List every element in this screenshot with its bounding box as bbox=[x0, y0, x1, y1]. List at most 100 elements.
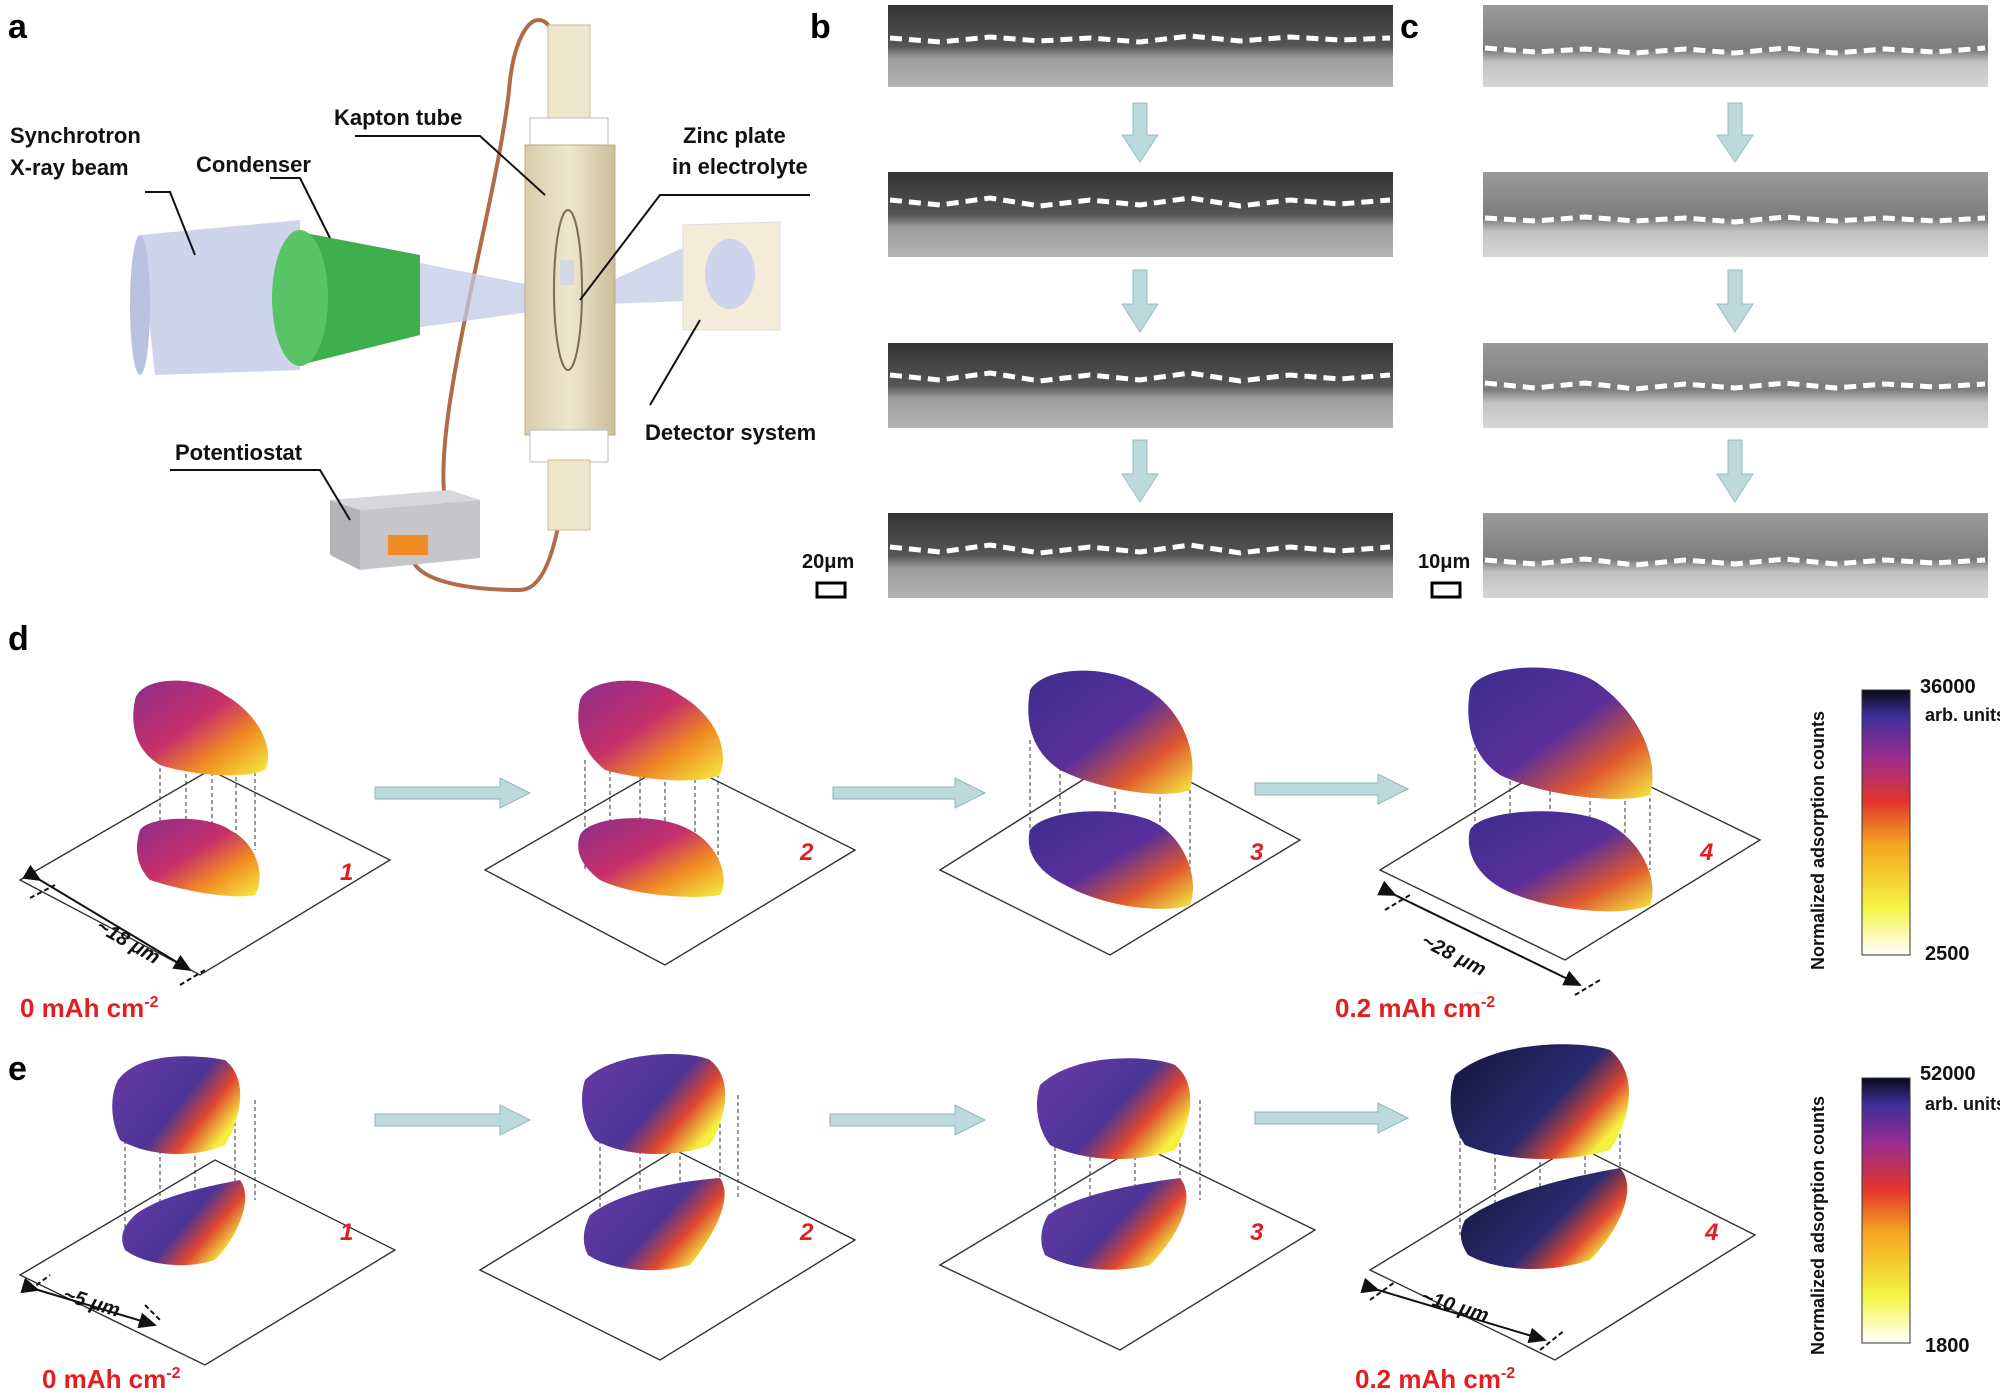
step-number: 3 bbox=[1250, 839, 1264, 866]
tube-bottom-clamp bbox=[529, 429, 609, 463]
volume-3d bbox=[1037, 1058, 1191, 1160]
panel-a-setup: a Synchrotron bbox=[8, 8, 816, 593]
micrograph-b-3 bbox=[888, 343, 1393, 428]
capacity-label-d-end: 0.2 mAh cm-2 bbox=[1335, 993, 1495, 1023]
micrograph-b-1 bbox=[888, 5, 1393, 87]
base-plane bbox=[483, 759, 857, 966]
capacity-label-d-start: 0 mAh cm-2 bbox=[20, 993, 159, 1023]
capacity-label-e-end: 0.2 mAh cm-2 bbox=[1355, 1364, 1515, 1394]
colorbar-max: 52000 bbox=[1920, 1063, 1976, 1085]
micrograph-b-2 bbox=[888, 172, 1393, 257]
colorbar-units: arb. units bbox=[1925, 1094, 2000, 1114]
kapton-tube-body bbox=[524, 144, 616, 436]
panel-e-tomography: e 1 2 3 bbox=[8, 1044, 2000, 1394]
svg-text:0.2 mAh cm-2: 0.2 mAh cm-2 bbox=[1355, 1364, 1515, 1394]
volume-3d bbox=[1450, 1044, 1629, 1160]
size-annotation-e-start: ~5 μm bbox=[20, 1274, 161, 1329]
detector-spot bbox=[705, 239, 755, 309]
step-number: 3 bbox=[1250, 1219, 1264, 1246]
capacity-label-e-start: 0 mAh cm-2 bbox=[42, 1364, 181, 1394]
potentiostat-side bbox=[330, 500, 360, 570]
panel-label-b: b bbox=[810, 8, 831, 46]
step-e-3: 3 bbox=[938, 1058, 1317, 1351]
projection-2d bbox=[1028, 811, 1194, 909]
colorbar-e: 52000 arb. units 1800 Normalized adsorpt… bbox=[1808, 1063, 2000, 1357]
step-d-1: 1 bbox=[18, 680, 392, 976]
panel-label-a: a bbox=[8, 8, 28, 46]
capacity-exponent: -2 bbox=[144, 994, 158, 1011]
size-annotation-e-end: ~10 μm bbox=[1360, 1277, 1566, 1351]
colorbar-title: Normalized adsorption counts bbox=[1808, 1096, 1828, 1355]
label-synchrotron-2: X-ray beam bbox=[10, 155, 129, 180]
volume-3d bbox=[112, 1056, 241, 1155]
svg-text:0 mAh cm-2: 0 mAh cm-2 bbox=[20, 993, 159, 1023]
condenser-face bbox=[272, 230, 328, 366]
colorbar-title: Normalized adsorption counts bbox=[1808, 711, 1828, 970]
panel-label-c: c bbox=[1400, 8, 1419, 46]
base-plane bbox=[18, 1159, 397, 1366]
capacity-text: 0.2 mAh cm bbox=[1335, 993, 1481, 1023]
label-zinc-2: in electrolyte bbox=[672, 154, 808, 179]
micrograph-c-4 bbox=[1483, 513, 1988, 598]
label-condenser: Condenser bbox=[196, 152, 311, 177]
panel-b-micrographs: b 20μm bbox=[802, 5, 1393, 599]
projection-2d bbox=[1041, 1178, 1187, 1270]
step-e-2: 2 bbox=[478, 1054, 857, 1361]
step-number: 2 bbox=[799, 1219, 814, 1246]
panel-label-d: d bbox=[8, 620, 29, 658]
volume-3d bbox=[1468, 667, 1653, 799]
panel-c-micrographs: c 10μm bbox=[1400, 5, 1988, 599]
capacity-exponent: -2 bbox=[1481, 994, 1495, 1011]
label-zinc-1: Zinc plate bbox=[683, 123, 786, 148]
size-annotation-d-start: ~18 μm bbox=[22, 864, 206, 986]
micrograph-c-1 bbox=[1483, 5, 1988, 87]
step-number: 1 bbox=[340, 859, 353, 886]
projection-2d bbox=[122, 1180, 246, 1266]
base-plane bbox=[938, 749, 1302, 956]
tube-top-clamp bbox=[529, 117, 609, 149]
tube-bottom-rod bbox=[547, 459, 591, 531]
micrograph-b-4 bbox=[888, 513, 1393, 598]
size-annotation-d-end: ~28 μm bbox=[1377, 880, 1601, 996]
flow-arrows-d bbox=[374, 773, 1410, 809]
size-label: ~28 μm bbox=[1418, 930, 1490, 981]
step-number: 4 bbox=[1704, 1219, 1718, 1246]
size-label: ~5 μm bbox=[61, 1284, 123, 1322]
projection-2d bbox=[578, 818, 724, 897]
tube-top-rod bbox=[547, 24, 591, 136]
arrows-c bbox=[1716, 102, 1754, 503]
colorbar-max: 36000 bbox=[1920, 676, 1976, 698]
zinc-plate bbox=[560, 260, 574, 285]
step-d-3: 3 bbox=[938, 670, 1302, 956]
beam-focus bbox=[380, 240, 710, 330]
scale-label-b: 20μm bbox=[802, 551, 854, 573]
zinc-ring bbox=[553, 209, 583, 371]
step-number: 4 bbox=[1699, 839, 1713, 866]
projection-2d bbox=[583, 1178, 725, 1271]
label-potentiostat: Potentiostat bbox=[175, 440, 303, 465]
scale-label-c: 10μm bbox=[1418, 551, 1470, 573]
capacity-text: 0 mAh cm bbox=[42, 1364, 166, 1394]
panel-label-e: e bbox=[8, 1050, 27, 1088]
scale-bar-b bbox=[815, 581, 847, 599]
scale-bar-c bbox=[1430, 581, 1462, 599]
projection-2d bbox=[1460, 1168, 1628, 1270]
colorbar-min: 1800 bbox=[1925, 1335, 1970, 1357]
step-d-2: 2 bbox=[483, 680, 857, 966]
svg-text:0 mAh cm-2: 0 mAh cm-2 bbox=[42, 1364, 181, 1394]
step-e-4: 4 bbox=[1368, 1044, 1757, 1361]
size-label: ~18 μm bbox=[93, 915, 164, 969]
capacity-exponent: -2 bbox=[1501, 1365, 1515, 1382]
potentiostat-display bbox=[388, 535, 428, 555]
micrograph-c-3 bbox=[1483, 343, 1988, 428]
base-plane bbox=[938, 1144, 1317, 1351]
arrows-b bbox=[1121, 102, 1159, 503]
projection-2d bbox=[137, 818, 260, 897]
condenser-body bbox=[300, 232, 420, 365]
beam-cylinder bbox=[140, 220, 300, 375]
potentiostat-top bbox=[330, 490, 480, 510]
step-number: 2 bbox=[799, 839, 814, 866]
volume-3d bbox=[578, 680, 724, 781]
step-e-1: 1 bbox=[18, 1056, 397, 1366]
projection-2d bbox=[1468, 811, 1653, 912]
